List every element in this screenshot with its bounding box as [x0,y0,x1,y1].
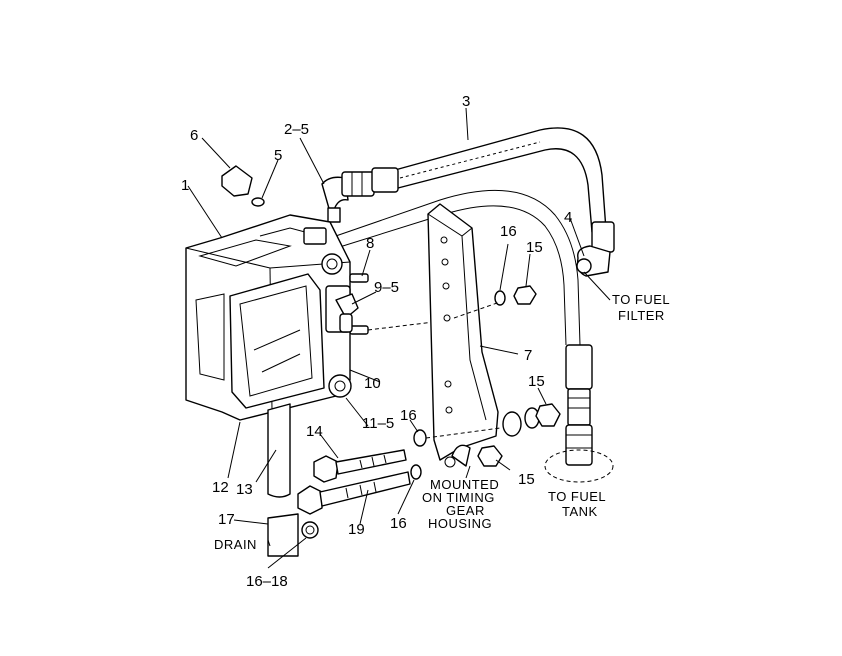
fuel-pump-body [185,214,352,421]
callout-1: 1 [181,177,189,194]
callout-17: 17 [218,511,235,528]
to-fuel-filter-line2: FILTER [618,308,665,323]
mounted-line2: ON TIMING [422,490,495,505]
to-fuel-filter-line1: TO FUEL [612,292,670,307]
fuel-line-to-filter [394,127,607,233]
fuel-line-to-tank [329,189,614,483]
drain-label: DRAIN [214,537,257,552]
callout-16-18: 16–18 [246,573,288,590]
callout-14: 14 [306,423,323,440]
callout-3: 3 [462,93,470,110]
callout-19: 19 [348,521,365,538]
callout-8: 8 [366,235,374,252]
inlet-fitting [221,165,265,207]
callout-15-mid: 15 [528,373,545,390]
callout-15-top: 15 [526,239,543,256]
callout-15-low: 15 [518,471,535,488]
callout-2-5: 2–5 [284,121,309,138]
to-fuel-tank-line2: TANK [562,504,598,519]
mounted-line4: HOUSING [428,516,492,531]
callout-16-mid: 16 [400,407,417,424]
mounted-line1: MOUNTED [430,477,499,492]
to-fuel-tank-line1: TO FUEL [548,489,606,504]
callout-16-top: 16 [500,223,517,240]
drain-tube [267,403,319,557]
bolts [297,449,411,515]
callout-4: 4 [564,209,572,226]
leader-lines [187,107,611,569]
filter-fitting [576,221,615,277]
callout-16-low: 16 [390,515,407,532]
callout-13: 13 [236,481,253,498]
callout-10: 10 [364,375,381,392]
callout-11-5: 11–5 [362,415,394,432]
callout-9-5: 9–5 [374,279,399,296]
callout-7: 7 [524,347,532,364]
callout-5: 5 [274,147,282,164]
captions: TO FUEL FILTER TO FUEL TANK MOUNTED ON T… [214,292,670,552]
callout-6: 6 [190,127,198,144]
elbow-fitting [321,167,399,223]
callout-numbers: 1 2–5 3 4 5 6 7 8 9–5 10 11–5 12 13 14 1… [181,93,572,590]
mounted-line3: GEAR [446,503,485,518]
mounting-bracket [427,203,499,468]
line-clamp [335,293,359,333]
callout-12: 12 [212,479,229,496]
hardware-washers-nuts [410,285,561,480]
